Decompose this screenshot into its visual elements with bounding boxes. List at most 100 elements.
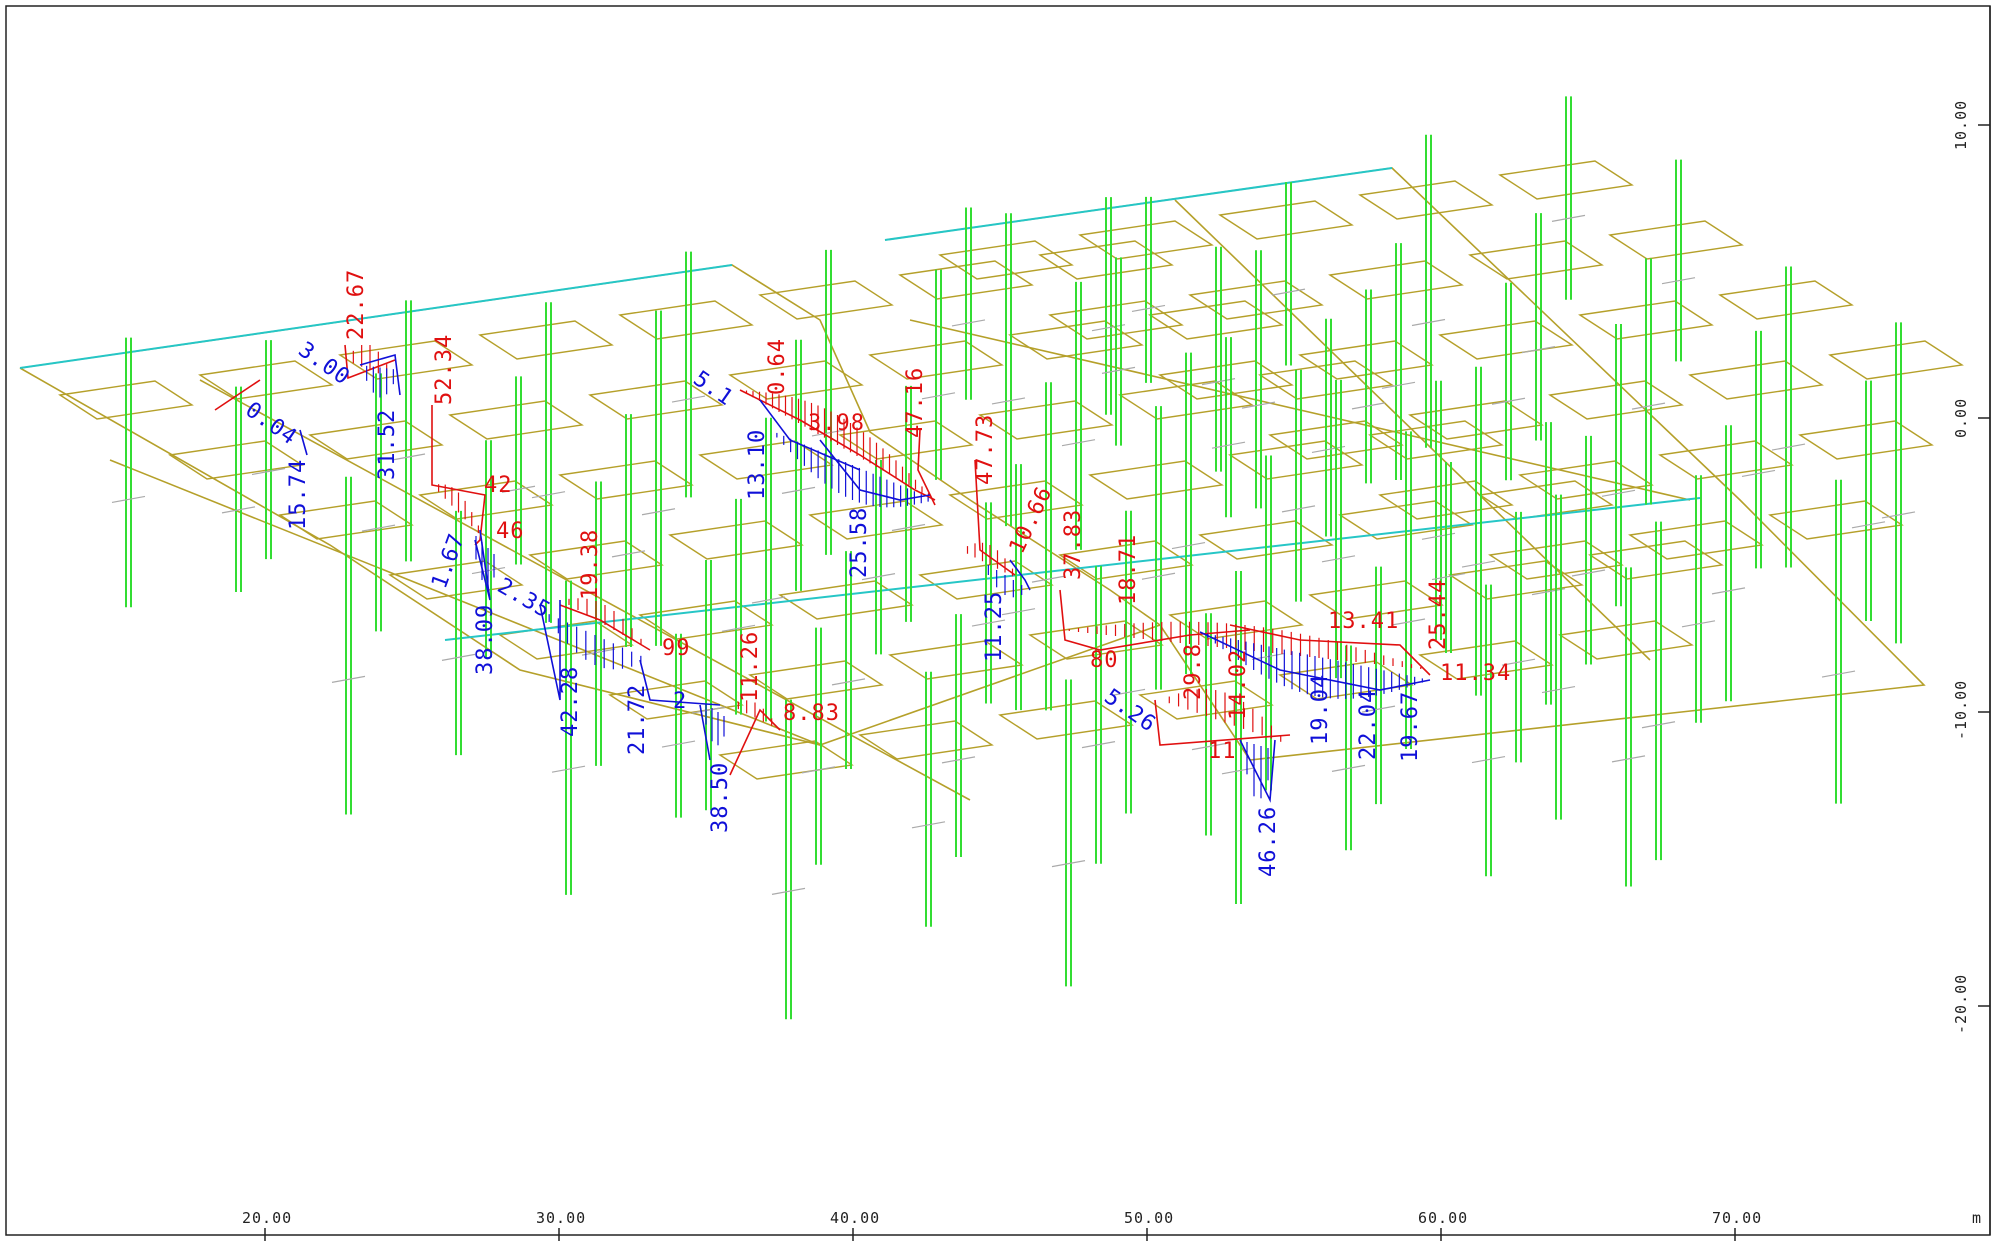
column-node-tick [971, 619, 1006, 627]
column-node-tick [1411, 318, 1446, 327]
moment-label: 3.98 [808, 411, 865, 436]
column-node-tick [671, 395, 706, 403]
column-node-tick [721, 624, 756, 632]
column-node-tick [641, 508, 676, 516]
drop-panel [1148, 300, 1284, 340]
column-node-tick [1141, 572, 1176, 580]
moment-label: 11.26 [738, 631, 763, 702]
column-node-tick [1771, 443, 1806, 451]
moment-label: 29.8 [1181, 643, 1206, 700]
drop-panel [1448, 560, 1584, 600]
drop-panel [1468, 240, 1604, 280]
column-node-tick [991, 397, 1026, 405]
drop-panel [618, 300, 754, 340]
column-node-tick [1281, 505, 1316, 513]
column-node-tick [1191, 743, 1226, 751]
column-node-tick [1491, 397, 1526, 405]
column-node-tick [1311, 445, 1346, 454]
moment-label: 25.58 [847, 507, 872, 578]
column-node-tick [1331, 764, 1366, 772]
column-node-tick [361, 524, 396, 532]
moment-label: 38.09 [473, 604, 498, 675]
moment-label: 10.66 [1005, 482, 1058, 557]
column-node-tick [1471, 755, 1506, 764]
drop-panel [1438, 320, 1574, 360]
column-node-tick [911, 821, 946, 829]
drop-panel [1328, 260, 1464, 300]
column-node-tick [1361, 705, 1396, 713]
drop-panel [1168, 600, 1304, 640]
moment-label: 14.02 [1226, 649, 1251, 720]
drop-panel [1558, 620, 1694, 660]
x-tick-label: 60.00 [1418, 1209, 1468, 1227]
column-node-tick [1421, 532, 1456, 540]
drop-panel [978, 400, 1114, 440]
x-axis-labels: 20.00 30.00 40.00 50.00 60.00 70.00 m [242, 1209, 1981, 1227]
drop-panel [448, 400, 584, 440]
north-edge-east [884, 167, 1393, 241]
moment-label: 22.04 [1356, 689, 1381, 760]
column-node-tick [1881, 511, 1916, 519]
drop-panel [1048, 300, 1184, 340]
drop-panel [1798, 420, 1934, 460]
negative-moment-fills [214, 344, 1431, 776]
column-node-tick [221, 506, 256, 514]
drop-panel [1718, 280, 1854, 320]
moment-label: 99 [662, 636, 691, 661]
column-node-tick [1061, 439, 1096, 447]
column-node-tick [1821, 670, 1856, 678]
column-node-tick [781, 486, 816, 494]
y-tick-label: 0.00 [1952, 398, 1970, 438]
column-node-tick [1661, 277, 1696, 285]
moment-label: 19.38 [578, 529, 603, 600]
column-node-tick [1391, 618, 1426, 626]
moment-label: 21.72 [625, 684, 650, 755]
drop-panel [938, 240, 1074, 280]
moment-label: 19.04 [1308, 674, 1333, 745]
column-node-tick [1381, 381, 1416, 389]
column-node-tick [1221, 767, 1256, 775]
x-tick-label: 70.00 [1712, 1209, 1762, 1227]
y-tick-label: 10.00 [1952, 100, 1970, 150]
moment-label: 42.28 [558, 666, 583, 737]
column-node-tick [1081, 741, 1116, 749]
y-axis-labels: 10.00 0.00 -10.00 -20.00 [1952, 100, 1970, 1034]
columns [111, 96, 1916, 1020]
column-node-tick [1321, 555, 1356, 563]
column-node-tick [1611, 755, 1646, 763]
column-node-tick [1601, 489, 1636, 497]
drop-panel [1218, 200, 1354, 240]
negative-moment-labels: 22.67 52.34 42 46 19.38 99 11.26 8.83 0.… [344, 269, 1510, 764]
column-node-tick [441, 653, 476, 661]
column-node-tick [1531, 588, 1566, 596]
column-node-tick [1551, 214, 1586, 222]
drop-panel [308, 420, 444, 460]
column-node-tick [501, 485, 536, 493]
moment-label: 25.44 [1426, 579, 1451, 650]
drop-panel [1828, 340, 1964, 380]
column-node-tick [831, 678, 866, 686]
drop-panel [58, 380, 194, 420]
column-node-tick [1171, 541, 1206, 550]
column-node-tick [1521, 346, 1556, 354]
column-node-tick [1001, 608, 1036, 616]
drop-panel [838, 420, 974, 460]
drop-panel [1228, 440, 1364, 480]
drop-panel [588, 380, 724, 420]
column-node-tick [551, 765, 586, 773]
column-node-tick [1541, 685, 1576, 694]
column-node-tick [611, 550, 646, 558]
slab-west-outline [19, 264, 1162, 746]
north-edge-west [19, 264, 733, 369]
y-tick-label: -10.00 [1952, 680, 1970, 740]
column-node-tick [771, 887, 806, 895]
drop-panel [1008, 320, 1144, 360]
drop-panel [1688, 360, 1824, 400]
drop-panel [1078, 220, 1214, 260]
drop-panel [898, 260, 1034, 300]
moment-label: 22.67 [344, 269, 369, 340]
drop-panel [1498, 160, 1634, 200]
moment-label: 0.64 [765, 338, 790, 395]
column-node-tick [1131, 304, 1166, 313]
